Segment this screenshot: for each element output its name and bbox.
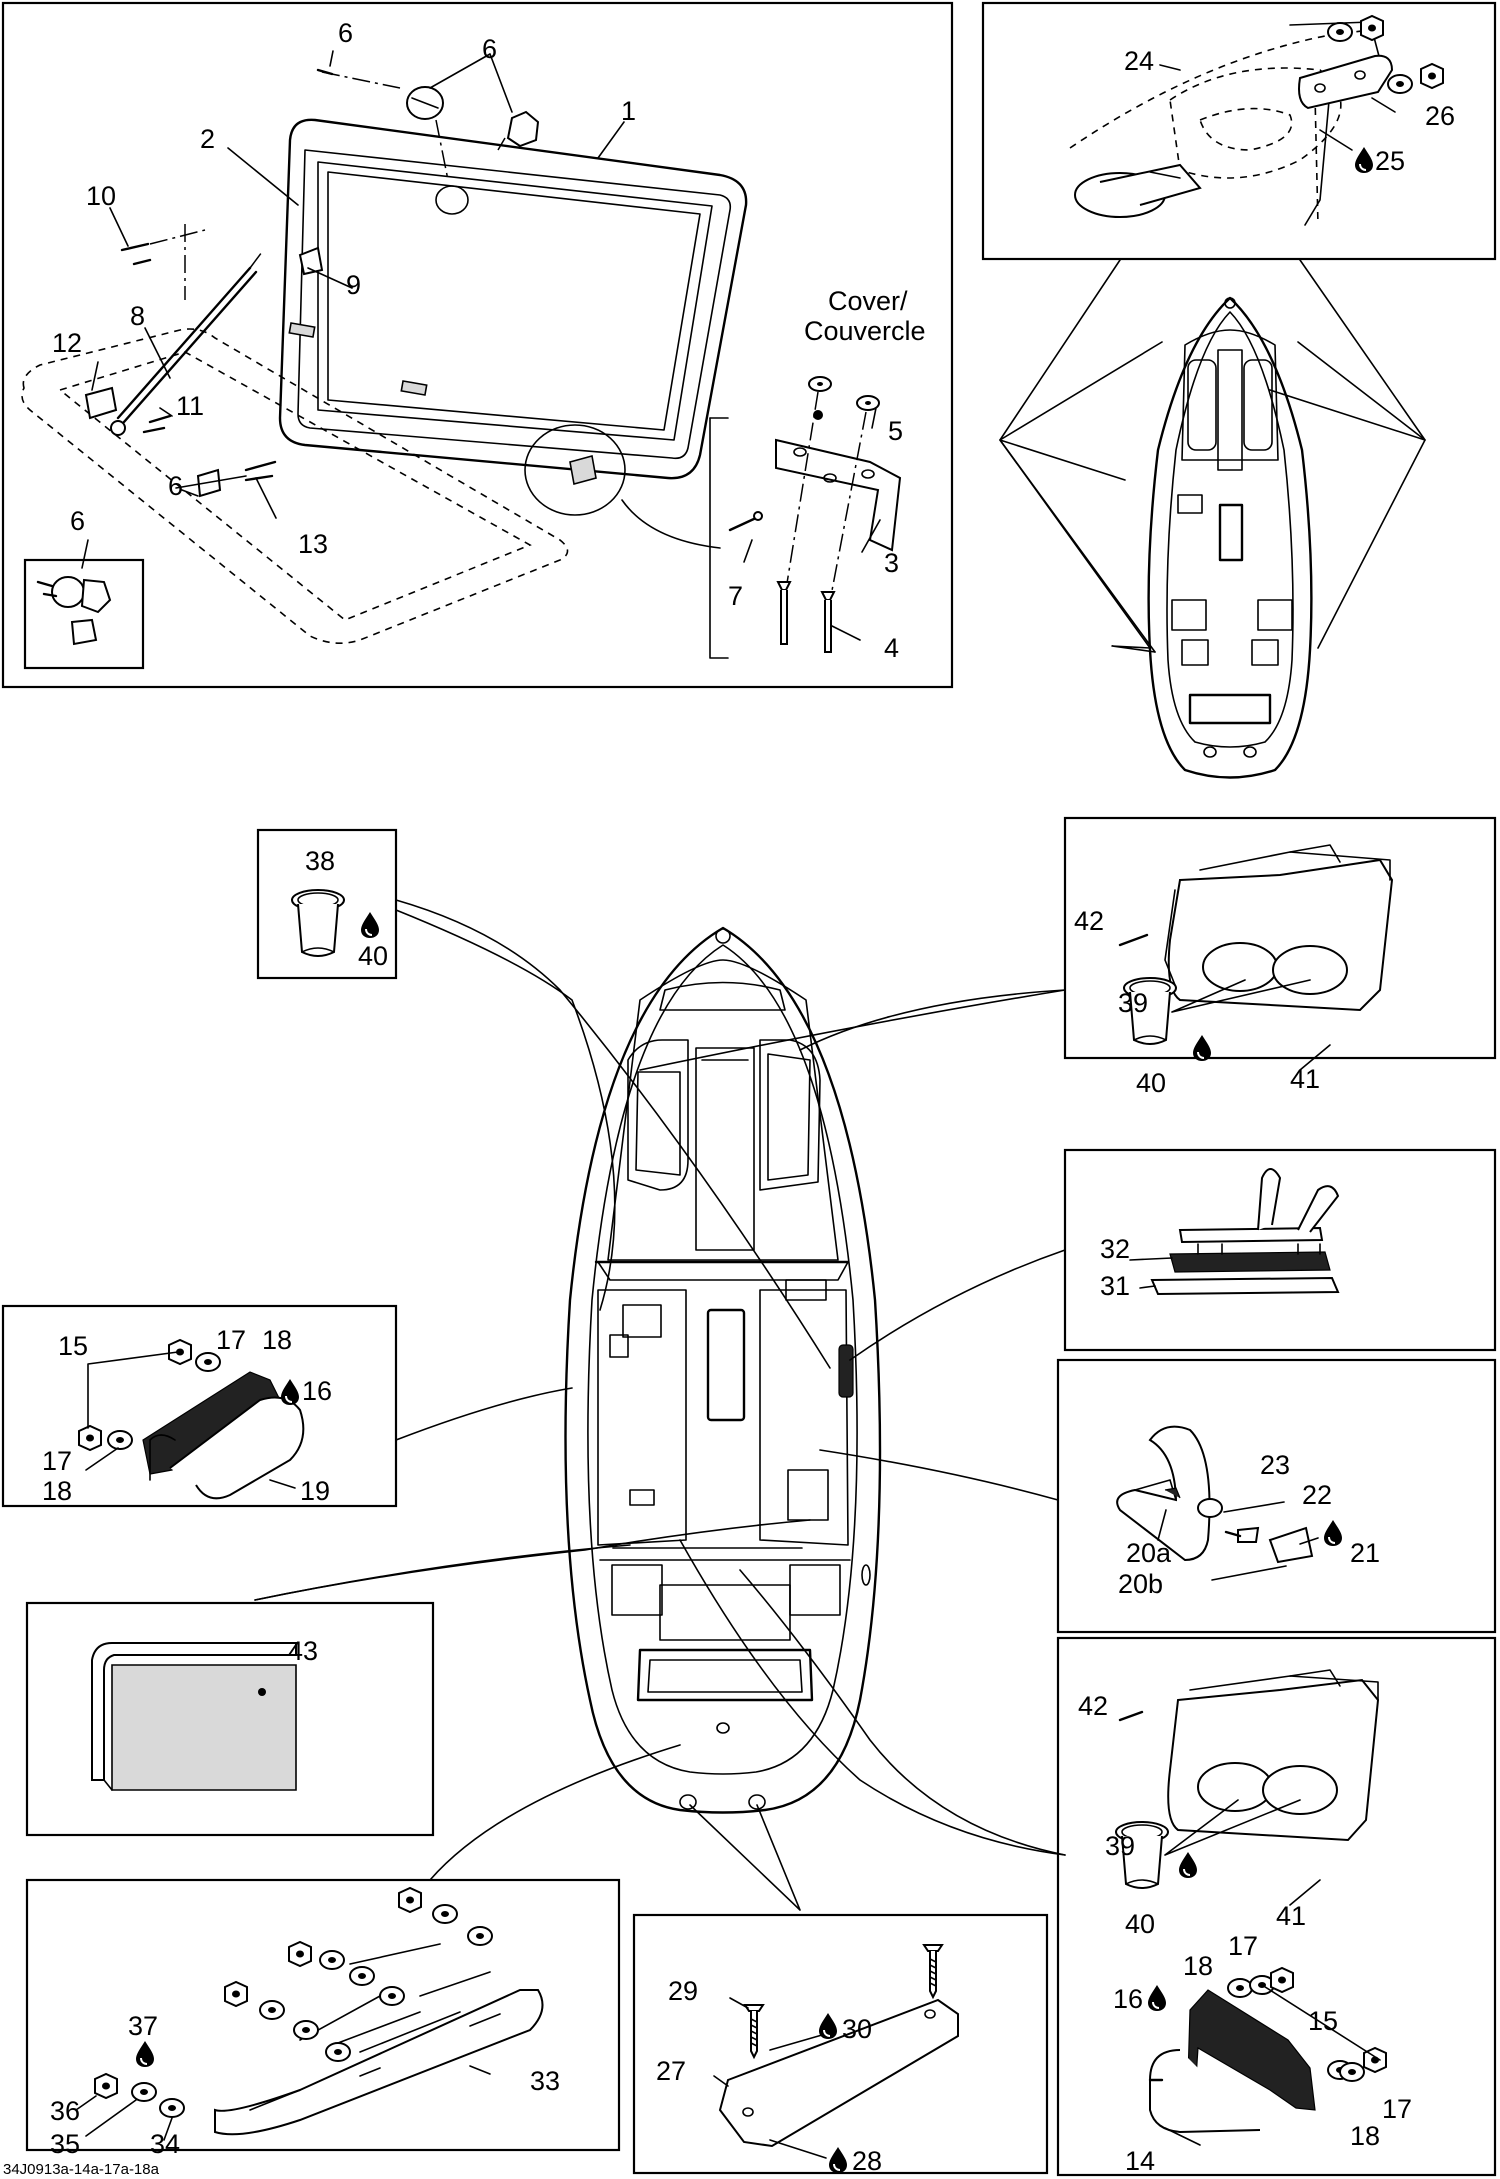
- label-42b: 42: [1078, 1691, 1108, 1721]
- label-17c: 17: [1228, 1931, 1258, 1961]
- detail-circle: [524, 424, 626, 516]
- label-18d: 18: [1350, 2121, 1380, 2151]
- label-6b: 6: [482, 34, 497, 64]
- label-33: 33: [530, 2066, 560, 2096]
- label-13: 13: [298, 529, 328, 559]
- label-6c: 6: [168, 471, 183, 501]
- panel-storage-lid: [1, 1, 954, 689]
- label-24: 24: [1124, 46, 1154, 76]
- label-2: 2: [200, 124, 215, 154]
- label-5: 5: [888, 416, 903, 446]
- panel-bumper: [25, 1878, 621, 2152]
- panel-cup-small: [256, 828, 398, 980]
- label-18: 18: [262, 1325, 292, 1355]
- label-27: 27: [656, 2056, 686, 2086]
- strut-bracket: [84, 386, 118, 420]
- rail-pad-right: [1187, 1989, 1316, 2111]
- label-4: 4: [884, 633, 899, 663]
- label-3: 3: [884, 548, 899, 578]
- label-43: 43: [288, 1636, 318, 1666]
- label-9: 9: [346, 270, 361, 300]
- label-15: 15: [58, 1331, 88, 1361]
- label-1: 1: [621, 96, 636, 126]
- label-26: 26: [1425, 101, 1455, 131]
- label-16: 16: [302, 1376, 332, 1406]
- label-40c: 40: [1125, 1909, 1155, 1939]
- label-23: 23: [1260, 1450, 1290, 1480]
- panel-cupholder-tray-2: [1056, 1636, 1497, 2177]
- storage-opening-outline: [21, 328, 569, 644]
- cover-plate: [775, 438, 902, 552]
- lock-latch: [506, 110, 540, 148]
- label-38: 38: [305, 846, 335, 876]
- label-6d: 6: [70, 506, 85, 536]
- drain-flange: [1298, 54, 1394, 110]
- label-29: 29: [668, 1976, 698, 2006]
- label-14: 14: [1125, 2146, 1155, 2176]
- panel-cupholder-tray-1: [1063, 816, 1497, 1060]
- panel-rail-left: [1, 1304, 398, 1508]
- lid-lock-hole: [435, 185, 469, 215]
- label-8: 8: [130, 301, 145, 331]
- label-21: 21: [1350, 1538, 1380, 1568]
- foam-block: [111, 1664, 297, 1791]
- cover-label-1: Cover/: [828, 286, 908, 316]
- label-7: 7: [728, 581, 743, 611]
- cover-label-2: Couvercle: [804, 316, 926, 346]
- label-17d: 17: [1382, 2094, 1412, 2124]
- label-20a: 20a: [1126, 1538, 1172, 1568]
- label-35: 35: [50, 2129, 80, 2159]
- label-31: 31: [1100, 1271, 1130, 1301]
- label-12: 12: [52, 328, 82, 358]
- label-17b: 17: [42, 1446, 72, 1476]
- label-37: 37: [128, 2011, 158, 2041]
- label-30: 30: [842, 2014, 872, 2044]
- label-40b: 40: [1136, 1068, 1166, 1098]
- inset-lock-detail: [23, 558, 145, 670]
- label-22: 22: [1302, 1480, 1332, 1510]
- label-40: 40: [358, 941, 388, 971]
- label-15b: 15: [1308, 2006, 1338, 2036]
- bumper-bar: [214, 1989, 544, 2136]
- panel-mount-pad: [632, 1913, 1049, 2175]
- label-19: 19: [300, 1476, 330, 1506]
- label-16b: 16: [1113, 1984, 1143, 2014]
- label-6: 6: [338, 18, 353, 48]
- storage-lid-frame: [278, 118, 748, 480]
- label-41: 41: [1290, 1064, 1320, 1094]
- lid-stopper: [298, 246, 324, 276]
- label-39: 39: [1118, 988, 1148, 1018]
- label-36: 36: [50, 2096, 80, 2126]
- label-18c: 18: [1183, 1951, 1213, 1981]
- figure-code: 34J0913a-14a-17a-18a: [3, 2161, 160, 2178]
- label-39b: 39: [1105, 1831, 1135, 1861]
- label-18b: 18: [42, 1476, 72, 1506]
- label-41b: 41: [1276, 1901, 1306, 1931]
- label-25: 25: [1375, 146, 1405, 176]
- hull-overview-small: [1147, 296, 1313, 779]
- panel-drain-plug: [981, 1, 1497, 261]
- label-20b: 20b: [1118, 1569, 1163, 1599]
- hull-main: [564, 926, 882, 1814]
- panel-foam: [25, 1601, 435, 1837]
- gas-strut: [116, 266, 252, 420]
- label-32: 32: [1100, 1234, 1130, 1264]
- label-42: 42: [1074, 906, 1104, 936]
- mount-pad: [718, 1998, 959, 2148]
- label-34: 34: [150, 2129, 180, 2159]
- label-28: 28: [852, 2146, 882, 2176]
- label-17: 17: [216, 1325, 246, 1355]
- label-11: 11: [176, 391, 204, 421]
- label-10: 10: [86, 181, 116, 211]
- panel-grab-handle: [1056, 1358, 1497, 1634]
